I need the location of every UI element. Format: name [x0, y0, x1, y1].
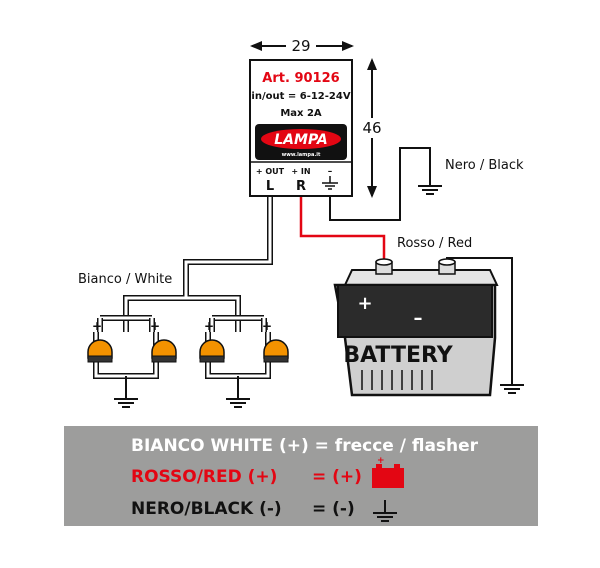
white-wire: [123, 195, 273, 332]
battery-plus-sign: +: [357, 293, 372, 314]
red-battery-icon: +: [372, 456, 404, 488]
voltage-rating: in/out = 6-12-24V: [251, 91, 350, 102]
flasher-module: Art. 90126 in/out = 6-12-24V Max 2A LAMP…: [249, 59, 353, 197]
logo-url: www.lampa.it: [282, 152, 321, 158]
terminal-ground-label: –: [328, 167, 333, 177]
black-wire-label: Nero / Black: [445, 158, 524, 173]
legend-row-white: BIANCO WHITE (+) = frecce / flasher: [131, 436, 479, 456]
lamp-3: [199, 339, 225, 363]
red-wire: [299, 195, 386, 262]
lamp-4-plus: +: [262, 319, 272, 333]
legend-row-red-value: = (+): [312, 467, 362, 487]
battery-label: BATTERY: [343, 343, 453, 368]
lamp-3-plus: +: [204, 319, 214, 333]
max-current: Max 2A: [280, 108, 322, 119]
terminal-l: L: [266, 179, 274, 194]
legend-row-black-label: NERO/BLACK (-): [131, 499, 282, 519]
black-wire-to-ground: [329, 147, 431, 221]
battery-minus-sign: –: [414, 308, 423, 329]
terminal-ground-icon: [322, 176, 338, 190]
lamp-4: [263, 339, 289, 363]
height-dimension: 46: [360, 58, 386, 198]
legend-ground-icon: [373, 500, 397, 522]
ground-symbol-battery: [500, 384, 524, 394]
lampa-logo: LAMPA www.lampa.it: [255, 124, 347, 160]
lamp-1-plus: +: [92, 319, 102, 333]
battery: + – BATTERY: [333, 258, 499, 397]
legend-row-black-value: = (-): [312, 499, 355, 519]
lamp-1: [87, 339, 113, 363]
lamp-2: [151, 339, 177, 363]
white-wire-label: Bianco / White: [78, 272, 172, 287]
legend-panel: BIANCO WHITE (+) = frecce / flasher ROSS…: [64, 426, 538, 526]
logo-text: LAMPA: [274, 132, 328, 148]
terminal-r: R: [296, 179, 306, 194]
article-number: Art. 90126: [262, 71, 339, 86]
ground-symbol-top: [418, 185, 442, 195]
battery-negative-terminal: [438, 258, 456, 275]
width-dimension: 29: [250, 36, 354, 55]
red-wire-label: Rosso / Red: [397, 236, 472, 251]
terminal-out-label: + OUT: [256, 167, 285, 176]
lamp-2-plus: +: [150, 319, 160, 333]
terminal-in-label: + IN: [291, 167, 310, 176]
height-label: 46: [362, 119, 381, 137]
width-label: 29: [291, 37, 310, 55]
legend-row-red-label: ROSSO/RED (+): [131, 467, 277, 487]
red-battery-plus: +: [377, 456, 385, 466]
battery-positive-terminal: [375, 258, 393, 275]
